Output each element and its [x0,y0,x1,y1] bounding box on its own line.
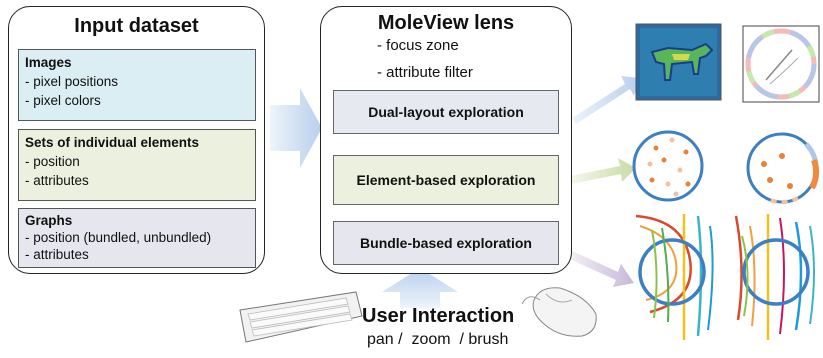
cow-image-icon [635,23,722,101]
images-group: Images - pixel positions - pixel colors [18,49,256,121]
graphs-group: Graphs - position (bundled, unbundled) -… [18,208,256,268]
images-heading: Images [25,55,72,70]
lens-title: MoleView lens [377,12,515,34]
keyboard-icon [239,291,363,343]
lens-feature-filter: - attribute filter [377,64,473,81]
dual-layout-exploration: Dual-layout exploration [333,90,559,134]
flow-arrow-bundle-based [567,250,634,287]
input-dataset-title: Input dataset [74,15,199,37]
graphs-heading: Graphs [25,213,73,228]
lens-feature-focus: - focus zone [377,37,459,54]
elements-heading: Sets of individual elements [25,135,200,150]
user-interaction-subtitle: pan / zoom / brush [367,331,509,348]
mouse-icon [521,287,597,337]
flow-arrow-dual-layout [572,76,640,124]
unbundled-graph-icon [734,214,815,340]
bundled-graph-icon [635,214,714,340]
flow-arrow-input-to-lens [270,88,322,168]
graphs-item: - position (bundled, unbundled) [25,230,212,245]
images-item: - pixel positions [25,74,119,89]
bundle-based-exploration: Bundle-based exploration [333,221,559,265]
user-interaction-title: User Interaction [362,305,515,327]
flow-arrow-element-based [570,158,636,184]
element-based-exploration: Element-based exploration [333,155,559,205]
elements-item: - position [25,154,80,169]
input-dataset-panel: Input dataset Images - pixel positions -… [8,6,265,274]
scatter-lens-icon [632,130,704,202]
brushed-lens-icon [746,132,820,205]
graphs-item: - attributes [25,247,89,262]
elements-item: - attributes [25,173,89,188]
elements-group: Sets of individual elements - position -… [18,129,256,201]
moleview-lens-panel: MoleView lens - focus zone - attribute f… [320,6,572,274]
color-wheel-icon [742,25,820,103]
images-item: - pixel colors [25,93,101,108]
flow-arrow-interaction-to-lens [382,268,458,308]
